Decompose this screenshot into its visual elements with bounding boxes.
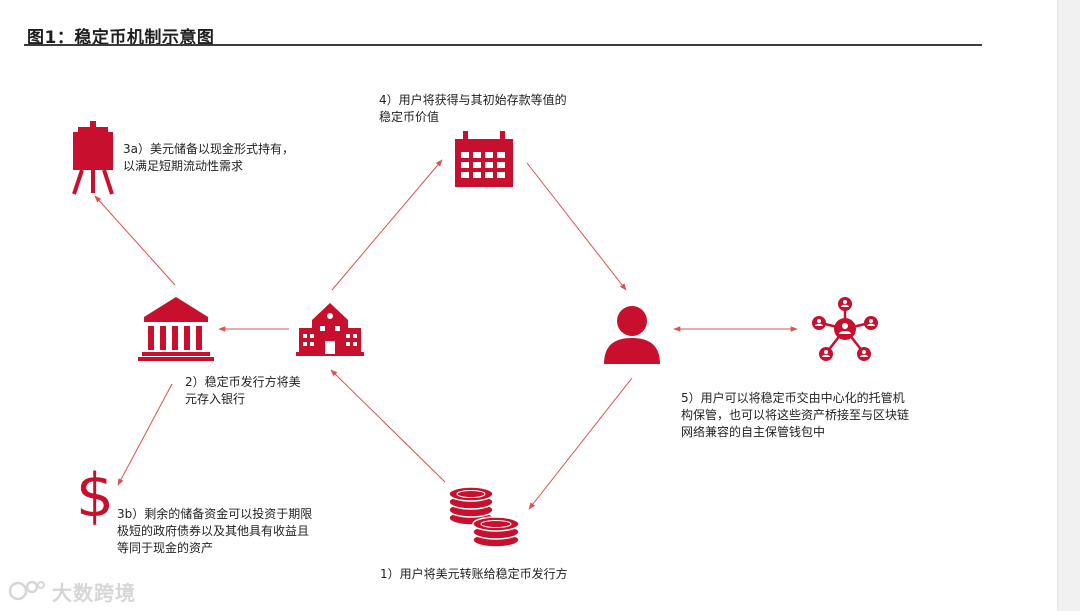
issuer-building-icon xyxy=(296,303,364,356)
label-step-2: 2）稳定币发行方将美 元存入银行 xyxy=(185,374,301,408)
label-step-5-line-1: 5）用户可以将稳定币交由中心化的托管机 xyxy=(681,391,905,405)
label-step-3a-line-2: 以满足短期流动性需求 xyxy=(123,159,244,173)
arrow-coins-to-issuer xyxy=(330,369,446,483)
arrow-bank-to-easel xyxy=(94,195,176,286)
watermark-text: 大数跨境 xyxy=(52,581,136,605)
label-step-5-line-3: 网络兼容的自主保管钱包中 xyxy=(681,425,826,439)
label-step-1: 1）用户将美元转账给稳定币发行方 xyxy=(380,566,568,583)
dollar-icon: $ xyxy=(76,461,114,531)
label-step-3b-line-3: 等同于现金的资产 xyxy=(117,541,214,555)
arrow-calendar-to-user xyxy=(526,162,627,291)
page: 图1：稳定币机制示意图 xyxy=(8,28,982,605)
label-step-5: 5）用户可以将稳定币交由中心化的托管机 构保管，也可以将这些资产桥接至与区块链 … xyxy=(681,390,909,441)
scrollbar-gutter[interactable] xyxy=(1057,0,1080,611)
label-step-4: 4）用户将获得与其初始存款等值的 稳定币价值 xyxy=(379,92,567,126)
svg-text:$: $ xyxy=(76,461,114,531)
coins-icon xyxy=(448,486,520,548)
label-step-5-line-2: 构保管，也可以将这些资产桥接至与区块链 xyxy=(681,408,910,422)
network-icon xyxy=(812,297,878,361)
label-step-3b: 3b）剩余的储备资金可以投资于期限 极短的政府债券以及其他具有收益且 等同于现金… xyxy=(117,506,312,557)
figure-title: 图1：稳定币机制示意图 xyxy=(27,28,215,48)
label-step-4-line-2: 稳定币价值 xyxy=(379,110,440,124)
watermark-logo-icon xyxy=(8,580,45,601)
title-rule xyxy=(24,44,982,46)
label-step-3a-line-1: 3a）美元储备以现金形式持有， xyxy=(123,142,294,156)
label-step-3b-line-2: 极短的政府债券以及其他具有收益且 xyxy=(117,524,310,538)
bank-icon xyxy=(138,297,214,361)
label-step-1-line-1: 1）用户将美元转账给稳定币发行方 xyxy=(380,567,568,581)
easel-icon xyxy=(72,121,114,195)
label-step-2-line-2: 元存入银行 xyxy=(185,392,246,406)
calendar-icon xyxy=(455,131,513,187)
label-step-3b-line-1: 3b）剩余的储备资金可以投资于期限 xyxy=(117,507,313,521)
arrow-bank-to-dollar xyxy=(117,383,173,486)
mechanism-diagram: $ xyxy=(72,121,878,548)
label-step-2-line-1: 2）稳定币发行方将美 xyxy=(185,375,301,389)
arrows xyxy=(94,159,798,510)
user-icon xyxy=(604,306,660,364)
label-step-4-line-1: 4）用户将获得与其初始存款等值的 xyxy=(379,93,567,107)
arrow-user-to-coins xyxy=(528,377,633,510)
arrow-issuer-to-calendar xyxy=(331,159,443,291)
label-step-3a: 3a）美元储备以现金形式持有， 以满足短期流动性需求 xyxy=(123,141,294,175)
